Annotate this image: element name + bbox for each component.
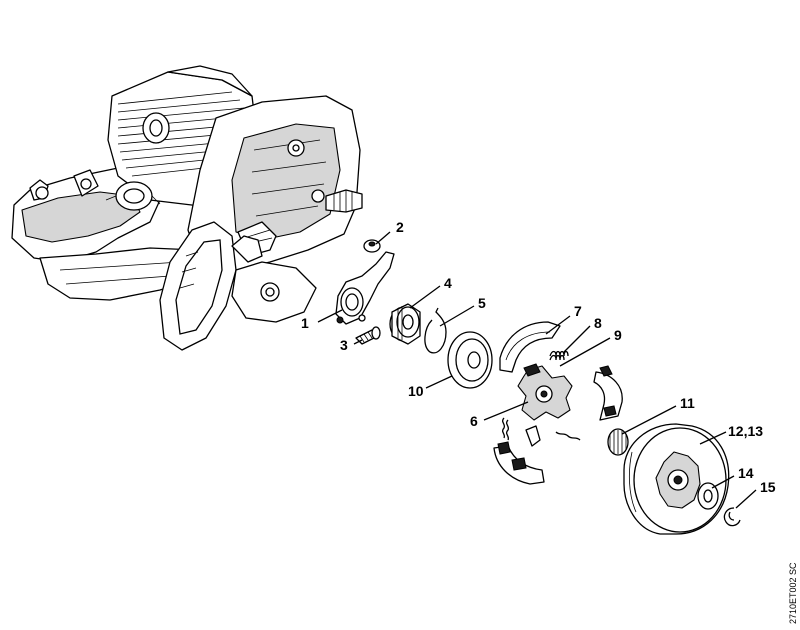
callout-5: 5: [478, 295, 486, 311]
part-2-sleeve: [363, 239, 381, 253]
part-7-clutch-shoe: [499, 321, 561, 373]
part-4-sleeve: [389, 303, 421, 345]
callout-10: 10: [408, 383, 424, 399]
engine-crankcase-illustration: [11, 65, 363, 351]
callout-7: 7: [574, 303, 582, 319]
part-9-clutch-shoe: [593, 365, 623, 421]
part-6-clutch-carrier: [517, 363, 573, 447]
callout-6: 6: [470, 413, 478, 429]
part-14-washer: [697, 482, 719, 510]
part-10-washer: [447, 331, 493, 389]
callout-14: 14: [738, 465, 754, 481]
part-12-13-clutch-drum: [623, 423, 730, 535]
part-5-wire-clip: [424, 307, 447, 354]
leader-lines: [317, 231, 757, 509]
part-8-spring: [549, 350, 569, 361]
callout-15: 15: [760, 479, 776, 495]
callout-8: 8: [594, 315, 602, 331]
callout-1: 1: [301, 315, 309, 331]
callout-9: 9: [614, 327, 622, 343]
part-11-needle-cage: [607, 428, 629, 456]
callout-11: 11: [680, 395, 695, 411]
clutch-springs: [501, 417, 581, 441]
part-1-bracket: [335, 251, 395, 325]
callout-labels: 1 2 3 4 5 6 7 8 9 10 11 12,13 14 15: [301, 219, 776, 495]
callout-4: 4: [444, 275, 452, 291]
lower-clutch-shoe: [493, 441, 545, 485]
callout-2: 2: [396, 219, 404, 235]
callout-12-13: 12,13: [728, 423, 763, 439]
callout-3: 3: [340, 337, 348, 353]
drawing-reference: 2710ET002 SC: [788, 562, 798, 624]
part-15-e-clip: [723, 507, 741, 527]
